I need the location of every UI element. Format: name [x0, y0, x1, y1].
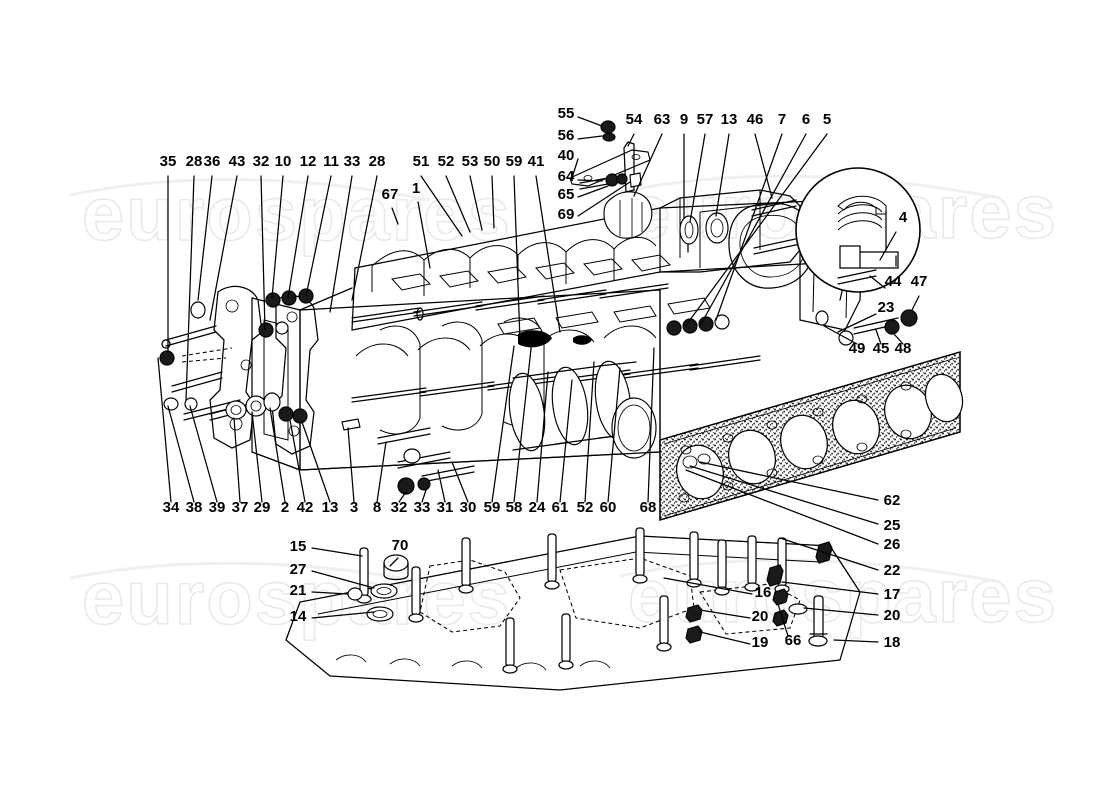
- callout-59b: 59: [484, 499, 501, 516]
- callout-49: 49: [849, 340, 866, 357]
- callout-58: 58: [506, 499, 523, 516]
- watermark-bottom-right: eurospares: [619, 553, 1058, 640]
- callout-17: 17: [884, 586, 901, 603]
- callout-39: 39: [209, 499, 226, 516]
- callout-labels: 35 28 36 43 32 10 12 11 33 28 67 1 51 52…: [160, 105, 928, 651]
- callout-15: 15: [290, 538, 307, 555]
- watermark-bottom-left: eurospares: [69, 555, 512, 642]
- nut-19: [685, 625, 703, 644]
- callout-61: 61: [552, 499, 569, 516]
- callout-11: 11: [323, 153, 339, 170]
- callout-23: 23: [878, 299, 895, 316]
- callout-59a: 59: [506, 153, 523, 170]
- callout-32b: 32: [391, 499, 408, 516]
- callout-24: 24: [529, 499, 546, 516]
- callout-35: 35: [160, 153, 177, 170]
- callout-28b: 28: [369, 153, 386, 170]
- callout-21: 21: [290, 582, 307, 599]
- callout-36: 36: [204, 153, 221, 170]
- callout-47: 47: [911, 273, 928, 290]
- callout-62: 62: [884, 492, 901, 509]
- callout-70: 70: [392, 537, 409, 554]
- callout-4: 4: [899, 209, 908, 226]
- callout-20c: 20: [884, 607, 901, 624]
- callout-13a: 13: [721, 111, 738, 128]
- callout-52b: 52: [577, 499, 594, 516]
- watermark-text: eurospares: [82, 556, 512, 641]
- callout-37: 37: [232, 499, 249, 516]
- callout-27: 27: [290, 561, 307, 578]
- callout-13b: 13: [322, 499, 339, 516]
- callout-9: 9: [680, 111, 688, 128]
- sump-fasteners: [347, 541, 833, 644]
- callout-57: 57: [697, 111, 714, 128]
- callout-41: 41: [528, 153, 545, 170]
- callout-16: 16: [755, 584, 772, 601]
- top-center-parts: [569, 120, 653, 239]
- callout-2: 2: [281, 499, 289, 516]
- callout-38: 38: [186, 499, 203, 516]
- callout-31: 31: [437, 499, 454, 516]
- callout-63: 63: [654, 111, 671, 128]
- callout-42: 42: [297, 499, 314, 516]
- callout-28a: 28: [186, 153, 203, 170]
- callout-6: 6: [802, 111, 810, 128]
- nut-20b: [685, 604, 703, 623]
- callout-3: 3: [350, 499, 358, 516]
- callout-34: 34: [163, 499, 180, 516]
- callout-53: 53: [462, 153, 479, 170]
- callout-5: 5: [823, 111, 831, 128]
- callout-20d: 20: [752, 608, 769, 625]
- top-right-parts: [666, 199, 801, 336]
- nut-16: [772, 588, 789, 606]
- callout-48: 48: [895, 340, 912, 357]
- callout-33b: 33: [414, 499, 431, 516]
- callout-19: 19: [752, 634, 769, 651]
- left-fasteners: [159, 288, 361, 431]
- callout-7: 7: [778, 111, 786, 128]
- leader-lines: [157, 116, 920, 645]
- callout-68: 68: [640, 499, 657, 516]
- right-fasteners: [815, 269, 918, 346]
- detail-circle: [795, 167, 921, 293]
- callout-66: 66: [785, 632, 802, 649]
- callout-60: 60: [600, 499, 617, 516]
- callout-45: 45: [873, 340, 890, 357]
- watermark-top-left: eurospares: [69, 171, 512, 258]
- callout-43: 43: [229, 153, 246, 170]
- callout-46: 46: [747, 111, 764, 128]
- callout-12: 12: [300, 153, 317, 170]
- callout-52a: 52: [438, 153, 455, 170]
- callout-50: 50: [484, 153, 501, 170]
- callout-30: 30: [460, 499, 477, 516]
- callout-14: 14: [290, 608, 307, 625]
- center-fasteners: [377, 427, 475, 495]
- watermark-text: eurospares: [628, 554, 1058, 639]
- callout-8: 8: [373, 499, 381, 516]
- callout-67: 67: [382, 186, 399, 203]
- callout-64: 64: [558, 168, 575, 185]
- callout-22: 22: [884, 562, 901, 579]
- callout-69: 69: [558, 206, 575, 223]
- callout-1: 1: [412, 180, 420, 197]
- callout-65: 65: [558, 186, 575, 203]
- callout-32a: 32: [253, 153, 270, 170]
- callout-55: 55: [558, 105, 575, 122]
- callout-56: 56: [558, 127, 575, 144]
- callout-44: 44: [885, 273, 902, 290]
- callout-25: 25: [884, 517, 901, 534]
- callout-54: 54: [626, 111, 643, 128]
- head-gasket: [659, 351, 964, 521]
- callout-26: 26: [884, 536, 901, 553]
- callout-18: 18: [884, 634, 901, 651]
- callout-40: 40: [558, 147, 575, 164]
- watermark-text: eurospares: [82, 172, 512, 257]
- callout-10: 10: [275, 153, 292, 170]
- callout-29: 29: [254, 499, 271, 516]
- callout-33a: 33: [344, 153, 361, 170]
- callout-51: 51: [413, 153, 430, 170]
